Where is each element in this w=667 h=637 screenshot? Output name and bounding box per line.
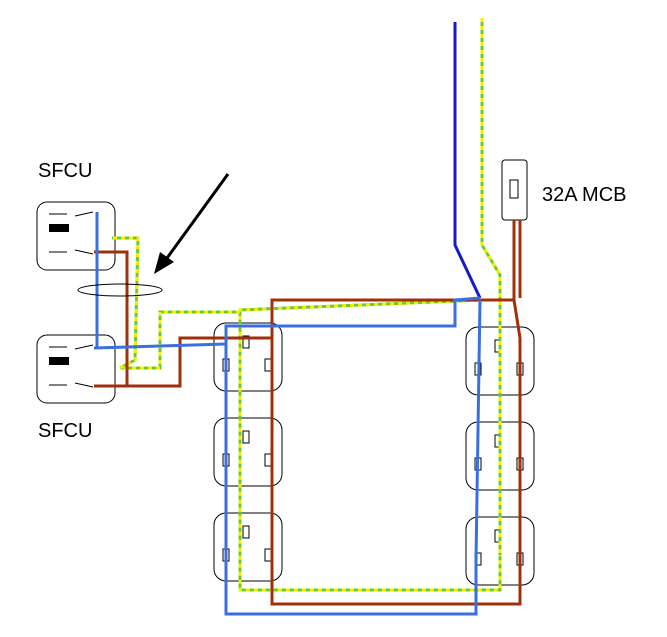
mcb-breaker (501, 159, 528, 221)
neutral-wires (93, 212, 482, 616)
arrow-pointer (154, 173, 230, 274)
live-wires (94, 220, 522, 606)
cable-sleeve (77, 283, 163, 297)
sfcu-top (36, 201, 116, 271)
sfcu-bottom (36, 334, 116, 404)
earth-wires (112, 18, 502, 592)
sfcu-bottom-label: SFCU (38, 420, 93, 442)
sfcu-top-label: SFCU (38, 160, 93, 182)
supply-neutral-wire (453, 22, 482, 299)
mcb-label: 32A MCB (542, 184, 627, 206)
